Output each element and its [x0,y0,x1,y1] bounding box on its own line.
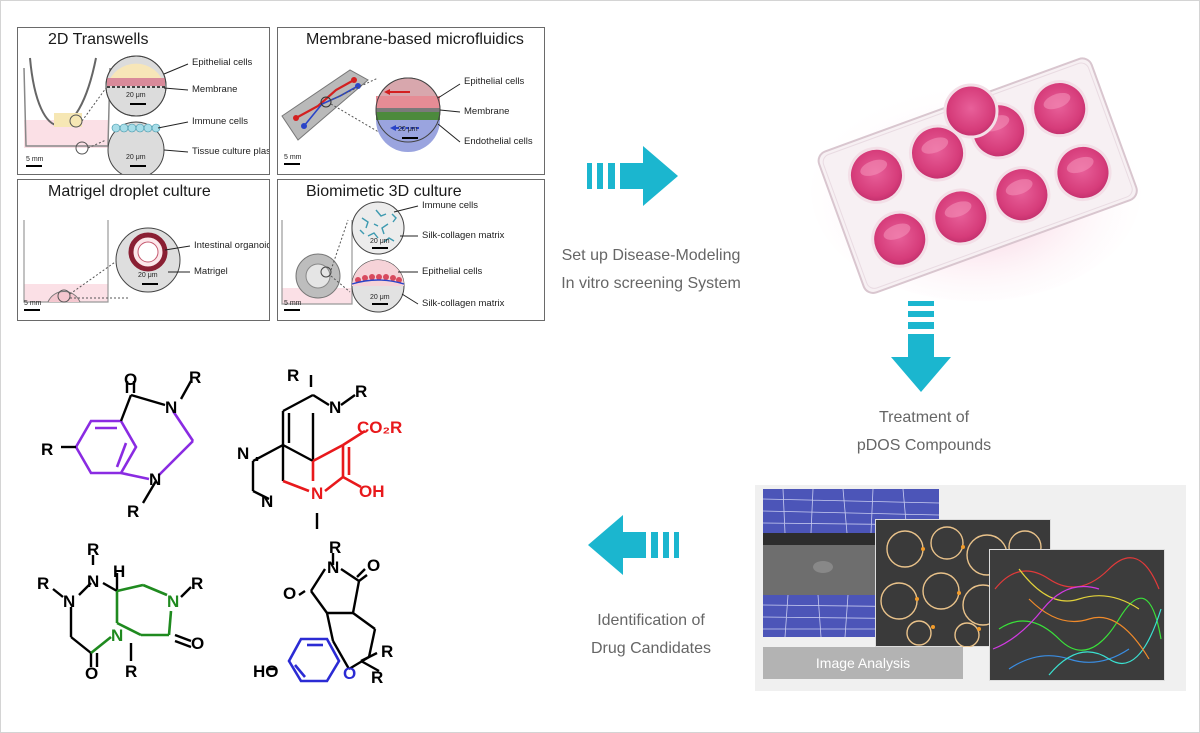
atom-label: N [111,626,123,645]
atom-label: N [87,572,99,591]
atom-label: N [311,484,323,503]
well-plate-image [811,57,1141,301]
scale-label-bar: 5 mm [24,300,42,307]
label-matrigel: Matrigel [194,266,228,277]
atom-label: R [127,502,139,521]
atom-label: R [87,541,99,559]
atom-label: O [343,664,356,683]
panel-title: Membrane-based microfluidics [306,31,524,48]
panel-2d-transwells: 2D Transwells Ep [17,27,270,175]
step-identification-line2: Drug Candidates [590,640,712,657]
scale-label-zoom: 20 μm [370,294,390,301]
atom-label: R [329,539,341,557]
panel-title: Biomimetic 3D culture [306,183,462,200]
atom-label: R [287,366,299,385]
step-setup-line1: Set up Disease-Modeling [561,247,741,264]
atom-label: O [85,664,98,683]
atom-label: N [149,470,161,489]
atom-label: R [191,574,203,593]
transwell-illustration [23,55,189,174]
step-setup-line2: In vitro screening System [561,275,741,292]
panel-title: 2D Transwells [48,31,149,48]
image-analysis-label: Image Analysis [763,647,963,679]
micrograph-tracks [989,549,1165,681]
atom-label: R [381,642,393,661]
microfluidics-illustration [281,69,461,165]
label-tissue-culture-plastic: Tissue culture plastic [192,146,269,157]
scale-label-zoom: 20 μm [126,154,146,161]
atom-label: OH [359,482,385,501]
atom-label: R [41,440,53,459]
label-endothelial-cells: Endothelial cells [464,136,533,147]
panel-matrigel-droplet: Matrigel droplet culture Intestinal orga… [17,179,270,321]
label-silk-collagen-matrix: Silk-collagen matrix [422,230,505,241]
scale-label-zoom: 20 μm [126,92,146,99]
compound-benzodiazepinone: O N R N R R [41,371,201,521]
label-epithelial-cells: Epithelial cells [422,266,483,277]
label-membrane: Membrane [192,84,238,95]
atom-label: R [355,382,367,401]
atom-label: N [237,444,249,463]
matrigel-illustration [23,220,191,311]
label-silk-collagen-matrix: Silk-collagen matrix [422,298,505,309]
atom-label: O [191,634,204,653]
compound-chromenoisoindoledione: R N O O O R R HO [253,539,393,687]
atom-label: CO₂R [357,418,402,437]
atom-label: O [367,556,380,575]
image-analysis-panel: Image Analysis [755,485,1186,691]
scale-label-zoom: 20 μm [138,272,158,279]
label-epithelial-cells: Epithelial cells [192,57,253,68]
atom-label: O [283,584,296,603]
step-treatment-line2: pDOS Compounds [856,437,992,454]
atom-label: N [327,558,339,577]
label-intestinal-organoid: Intestinal organoid [194,240,270,251]
scale-label-bar: 5 mm [284,300,302,307]
atom-label: R [125,662,137,681]
scale-label-bar: 5 mm [284,154,302,161]
arrow-left-icon [588,515,679,575]
biomimetic-illustration [281,201,419,313]
label-immune-cells: Immune cells [192,116,248,127]
atom-label: R [189,371,201,387]
panel-title: Matrigel droplet culture [48,183,211,200]
panel-membrane-microfluidics: Membrane-based microfluidics [277,27,545,175]
arrow-right-icon [587,146,678,206]
atom-label: N [167,592,179,611]
atom-label: R [371,668,383,687]
atom-label: N [329,398,341,417]
atom-label: N [63,592,75,611]
arrow-down-icon [891,301,951,392]
step-treatment-line1: Treatment of [878,409,970,426]
atom-label: O [124,371,137,389]
step-identification-line1: Identification of [597,612,705,629]
atom-label: N [261,492,273,511]
panel-biomimetic-3d: Biomimetic 3D culture [277,179,545,321]
atom-label: N [165,398,177,417]
scale-label-bar: 5 mm [26,156,44,163]
atom-label: R [37,574,49,593]
compound-pyrimidonaphthyridine: R N R N N N CO₂R OH [237,366,402,529]
scale-label-zoom: 20 μm [398,126,418,133]
label-membrane: Membrane [464,106,510,117]
atom-label: H [113,562,125,581]
atom-label: HO [253,662,279,681]
compound-pyrazinotriazinone: R N H R N N R N O O R [37,541,204,683]
scale-label-zoom: 20 μm [370,238,390,245]
label-immune-cells: Immune cells [422,200,478,211]
label-epithelial-cells: Epithelial cells [464,76,525,87]
